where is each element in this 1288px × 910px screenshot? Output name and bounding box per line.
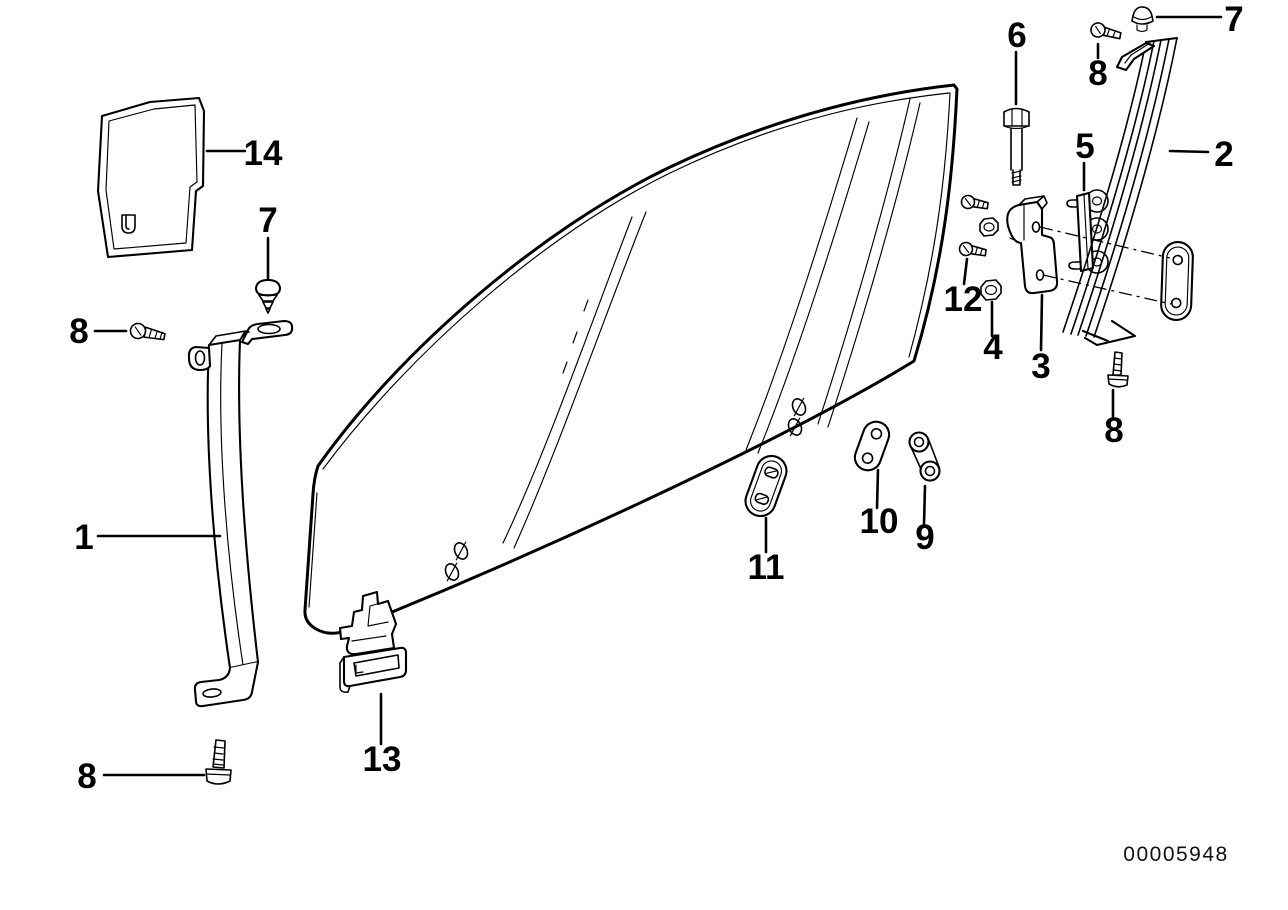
- callout-group-1: 1: [74, 518, 222, 557]
- callout-6: 6: [1007, 16, 1026, 55]
- window-glass: [303, 83, 959, 635]
- callout-group-8-bottom-left: 8: [77, 757, 206, 796]
- screws-12: [958, 194, 989, 257]
- callout-group-11: 11: [748, 516, 785, 587]
- cap-7-right: [1131, 6, 1154, 33]
- glass-inner-edge-top: [322, 92, 950, 470]
- front-guide-rail-1: [187, 319, 294, 708]
- callout-8-mid-right: 8: [1104, 411, 1123, 450]
- glass-inner-edge-rear: [908, 92, 951, 358]
- callout-7-right: 7: [1224, 0, 1243, 39]
- callout-14: 14: [244, 134, 283, 173]
- ring-link-9: [908, 431, 941, 482]
- callout-group-8-mid-right: 8: [1104, 388, 1124, 450]
- guide-bracket-3: [1006, 195, 1059, 295]
- callout-group-7-left: 7: [258, 201, 278, 280]
- glass-ring-clips: [444, 397, 807, 582]
- callout-1: 1: [74, 518, 93, 557]
- glass-inner-edge-front: [308, 492, 318, 608]
- pad-slots: [754, 466, 779, 505]
- grommet-7-left: [254, 278, 282, 314]
- leader-line: [1168, 149, 1210, 154]
- link-plate-10: [853, 420, 891, 472]
- callout-group-13: 13: [363, 692, 402, 779]
- panel-hook-detail: [121, 214, 136, 234]
- callout-group-4: 4: [983, 300, 1003, 367]
- callout-9: 9: [915, 518, 934, 557]
- leader-line: [875, 468, 880, 510]
- callout-group-2: 2: [1168, 135, 1234, 174]
- callout-10: 10: [860, 502, 899, 541]
- callout-12: 12: [944, 280, 983, 319]
- alignment-axes: [1039, 226, 1172, 305]
- glass-lifter-hook: [338, 590, 398, 656]
- callout-11: 11: [748, 548, 785, 587]
- rear-guide-rail-2: [1062, 36, 1179, 347]
- callout-8-bottom-left: 8: [77, 757, 96, 796]
- spacer-plate: [1160, 240, 1194, 322]
- callout-group-8-top-right: 8: [1088, 42, 1108, 93]
- callout-group-5: 5: [1075, 127, 1095, 192]
- leader-line: [962, 257, 969, 286]
- callout-3: 3: [1031, 347, 1050, 386]
- callout-group-14: 14: [205, 134, 283, 173]
- clip-13: [339, 646, 408, 693]
- callout-group-3: 3: [1031, 293, 1051, 386]
- leader-line: [1039, 293, 1044, 352]
- callout-2: 2: [1214, 135, 1233, 174]
- screw-8-bottom-left: [205, 739, 232, 785]
- callout-group-12: 12: [944, 257, 983, 319]
- callout-group-10: 10: [860, 468, 899, 541]
- callout-4: 4: [983, 328, 1003, 367]
- callout-group-9: 9: [915, 484, 935, 557]
- callout-5: 5: [1075, 127, 1094, 166]
- callout-13: 13: [363, 740, 402, 779]
- screw-8-mid-right: [1107, 351, 1129, 388]
- hex-nut-upper: [979, 217, 999, 237]
- sliding-pad-11: [744, 454, 788, 518]
- doc-number: 00005948: [1123, 843, 1228, 866]
- corner-panel-14: [96, 96, 206, 259]
- callout-group-6: 6: [1007, 16, 1027, 106]
- callout-group-8-top-left: 8: [69, 312, 128, 351]
- screw-8-top-right: [1090, 22, 1122, 40]
- screw-8-top-left: [129, 322, 166, 341]
- leader-line: [922, 484, 927, 526]
- glass-reflection-streaks: [502, 98, 921, 549]
- callout-7-left: 7: [258, 201, 277, 240]
- hex-nut-4: [980, 279, 1002, 301]
- callout-8-top-left: 8: [69, 312, 88, 351]
- callout-group-7-right: 7: [1155, 0, 1244, 39]
- hex-bolt-6: [1003, 107, 1030, 186]
- callout-8-top-right: 8: [1088, 54, 1107, 93]
